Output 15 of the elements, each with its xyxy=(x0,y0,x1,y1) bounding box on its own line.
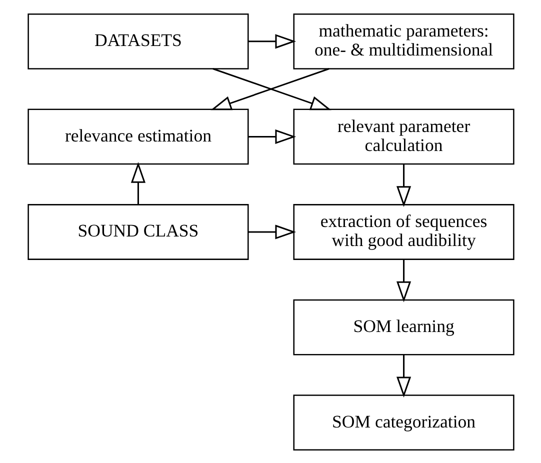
node-box: mathematic parameters: one- & multidimensional xyxy=(292,12,514,69)
arrow xyxy=(248,34,296,48)
node-box: SOUND CLASS xyxy=(27,204,248,260)
arrow xyxy=(396,259,411,302)
node-box: relevant parameter calculation xyxy=(292,108,514,164)
arrow xyxy=(248,224,296,239)
node-box: SOM categorization xyxy=(292,394,514,450)
arrow xyxy=(130,162,146,204)
node-box: DATASETS xyxy=(27,12,248,69)
arrow xyxy=(248,128,296,144)
node-box: relevance estimation xyxy=(27,108,248,164)
arrow xyxy=(396,354,411,398)
arrow xyxy=(396,164,411,206)
node-box: SOM learning xyxy=(292,298,514,355)
node-box: extraction of sequences with good audibility xyxy=(292,204,514,260)
